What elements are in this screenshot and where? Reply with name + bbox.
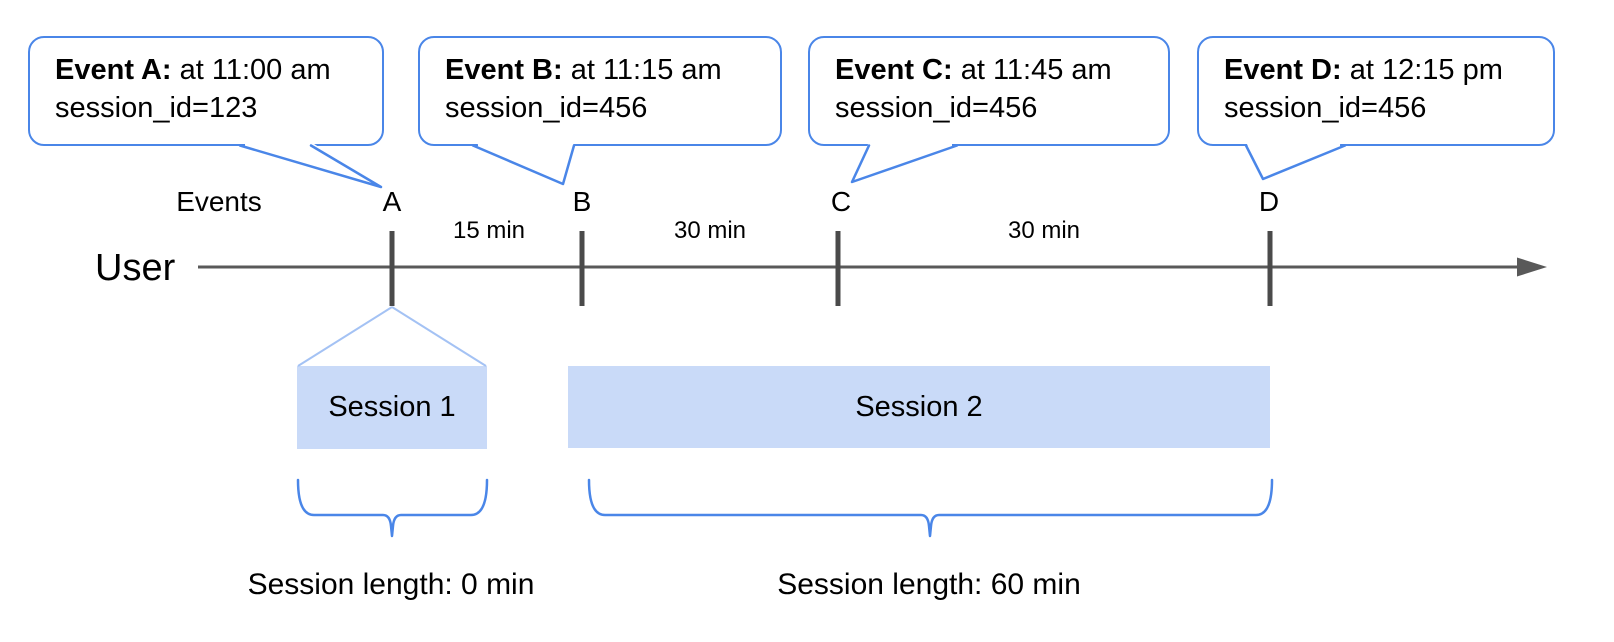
interval-label-a-b: 15 min bbox=[452, 217, 526, 244]
interval-label-c-d: 30 min bbox=[1007, 217, 1081, 244]
callout-event-name: Event A: bbox=[55, 54, 172, 86]
session-brace-1 bbox=[296, 478, 489, 538]
event-mark-d: D bbox=[1258, 186, 1280, 217]
session-funnel-line-right bbox=[391, 306, 487, 367]
callout-time: at 11:00 am bbox=[179, 54, 331, 86]
callout-time: at 11:15 am bbox=[570, 54, 722, 86]
event-mark-c: C bbox=[830, 186, 852, 217]
callout-time: at 11:45 am bbox=[960, 54, 1112, 86]
session-length-label-2: Session length: 60 min bbox=[777, 568, 1081, 601]
callout-session-id: session_id=456 bbox=[1224, 92, 1427, 124]
session-bar-1: Session 1 bbox=[297, 366, 487, 449]
callout-time: at 12:15 pm bbox=[1349, 54, 1503, 86]
callout-tail-d bbox=[1244, 141, 1347, 181]
event-callout-b: Event B: at 11:15 am session_id=456 bbox=[418, 36, 782, 146]
events-axis-label: Events bbox=[176, 186, 262, 217]
callout-session-id: session_id=456 bbox=[445, 92, 648, 124]
user-label: User bbox=[95, 247, 176, 289]
callout-tail-a bbox=[238, 141, 383, 189]
interval-label-b-c: 30 min bbox=[673, 217, 747, 244]
timeline-arrowhead-icon bbox=[1517, 257, 1547, 277]
session-funnel-line-left bbox=[297, 306, 393, 367]
event-callout-c: Event C: at 11:45 am session_id=456 bbox=[808, 36, 1170, 146]
callout-session-id: session_id=456 bbox=[835, 92, 1038, 124]
session-label: Session 1 bbox=[328, 391, 456, 423]
event-mark-b: B bbox=[572, 186, 592, 217]
event-callout-a: Event A: at 11:00 am session_id=123 bbox=[28, 36, 384, 146]
event-callout-d: Event D: at 12:15 pm session_id=456 bbox=[1197, 36, 1555, 146]
session-label: Session 2 bbox=[855, 391, 983, 423]
callout-session-id: session_id=123 bbox=[55, 92, 258, 124]
session-brace-2 bbox=[587, 478, 1274, 538]
callout-tail-c bbox=[850, 141, 959, 184]
callout-event-name: Event B: bbox=[445, 54, 563, 86]
callout-event-name: Event D: bbox=[1224, 54, 1342, 86]
callout-event-name: Event C: bbox=[835, 54, 953, 86]
session-length-label-1: Session length: 0 min bbox=[247, 568, 535, 601]
event-mark-a: A bbox=[382, 186, 402, 217]
callout-tail-b bbox=[471, 141, 576, 186]
session-bar-2: Session 2 bbox=[568, 366, 1270, 448]
